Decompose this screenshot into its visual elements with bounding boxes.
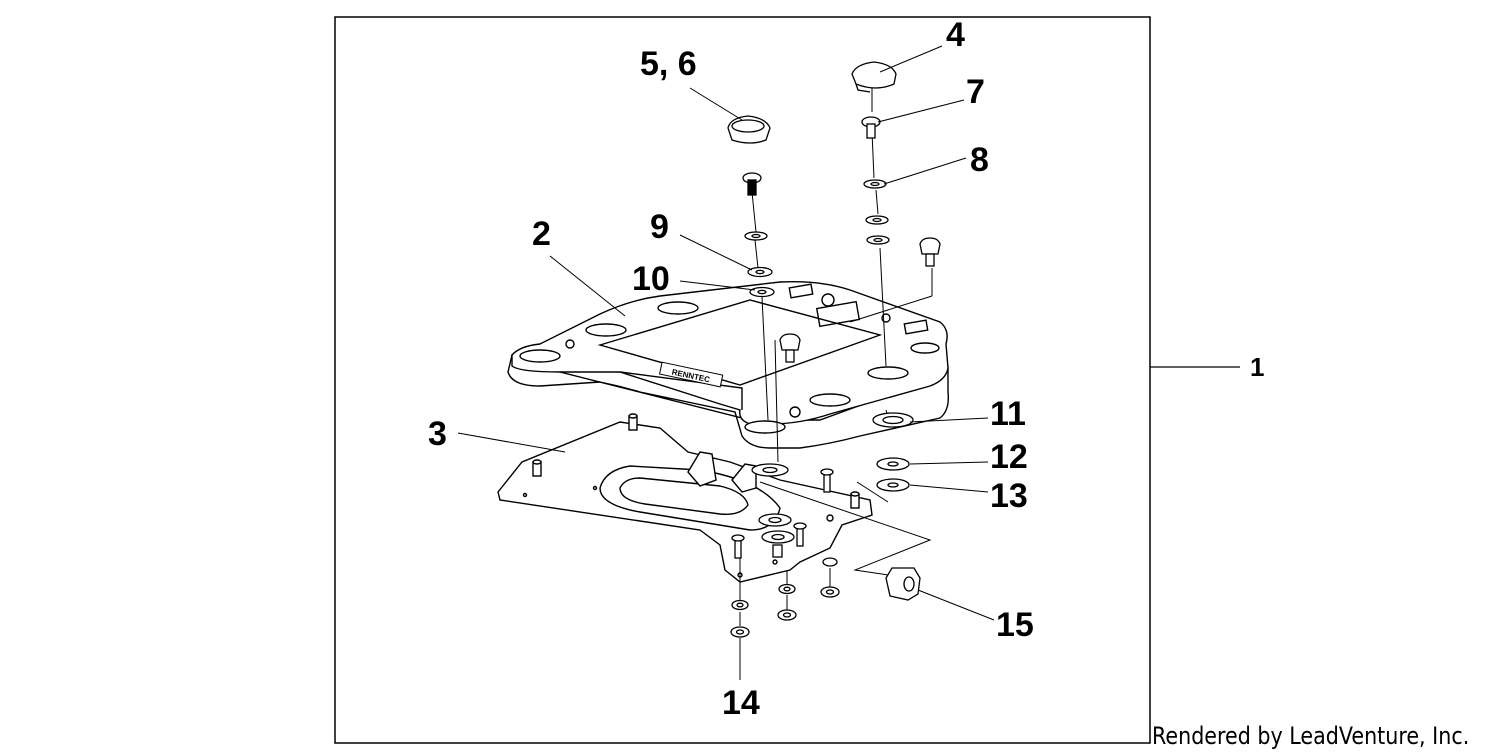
top-rack-plate xyxy=(507,281,950,449)
callout-7: 7 xyxy=(966,73,985,111)
callout-11: 11 xyxy=(990,395,1026,433)
callout-15: 15 xyxy=(996,606,1034,644)
callout-8: 8 xyxy=(970,141,989,179)
callout-10: 10 xyxy=(632,260,670,298)
callout-leaders xyxy=(457,45,995,621)
callout-12: 12 xyxy=(990,438,1028,476)
callout-1: 1 xyxy=(1250,352,1264,382)
render-credit: Rendered by LeadVenture, Inc. xyxy=(1152,722,1470,750)
callout-13: 13 xyxy=(990,477,1028,515)
callout-9: 9 xyxy=(650,208,669,246)
callout-5-6: 5, 6 xyxy=(640,45,697,83)
callout-2: 2 xyxy=(532,215,551,253)
assembly-axis-lines xyxy=(739,86,933,680)
callout-4: 4 xyxy=(946,16,965,54)
top-hardware xyxy=(727,61,941,601)
callout-14: 14 xyxy=(722,684,760,722)
base-hardware xyxy=(730,463,840,638)
diagram-frame xyxy=(334,16,1151,744)
callout-3: 3 xyxy=(428,415,447,453)
